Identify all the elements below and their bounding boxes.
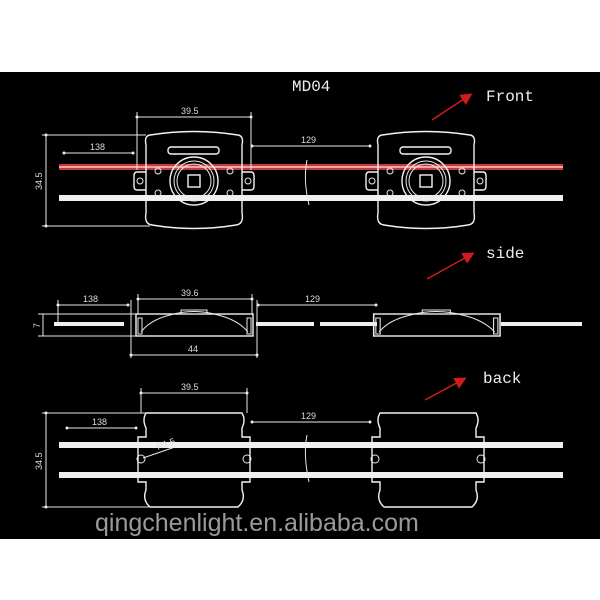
side-spacing-dim: 129 [305, 294, 320, 304]
front-label: Front [486, 88, 534, 106]
back-wire-1 [59, 442, 563, 448]
front-wire-start-dim: 138 [90, 142, 105, 152]
side-wires [54, 322, 582, 326]
drawing-title: MD04 [292, 78, 330, 96]
break-mark [304, 159, 310, 206]
side-width-dim: 39.6 [181, 288, 199, 298]
back-module-2 [370, 412, 486, 508]
side-thickness-dim: 7 [32, 323, 42, 328]
back-break-mark [304, 434, 310, 483]
white-wire [59, 195, 563, 201]
back-arrow [424, 377, 467, 401]
front-height-dim: 34.5 [34, 172, 44, 190]
back-wire-start-dim: 138 [92, 417, 107, 427]
side-arrow [426, 252, 475, 280]
side-module-2 [372, 309, 501, 337]
technical-drawing: MD04 Front 39.5 138 129 34.5 side [0, 72, 600, 539]
side-wire-start-dim: 138 [83, 294, 98, 304]
side-view: side 138 39.6 129 44 7 [32, 245, 582, 358]
back-height-dim: 34.5 [34, 452, 44, 470]
front-view: Front 39.5 138 129 34.5 [34, 88, 563, 230]
front-width-dim: 39.5 [181, 106, 199, 116]
back-label: back [483, 370, 521, 388]
side-overall-dim: 44 [188, 344, 198, 354]
back-width-dim: 39.5 [181, 382, 199, 392]
back-module-1 [136, 412, 252, 508]
watermark: qingchenlight.en.alibaba.com [95, 509, 419, 537]
back-spacing-dim: 129 [301, 411, 316, 421]
drawing-canvas: MD04 Front 39.5 138 129 34.5 side [32, 78, 582, 537]
side-module-1 [135, 309, 254, 337]
front-module-2 [365, 130, 487, 230]
back-wire-2 [59, 472, 563, 478]
side-label: side [486, 245, 524, 263]
back-view: back 39.5 138 129 34.5 R1.5 [34, 370, 563, 509]
front-arrow [431, 93, 473, 121]
back-hole-dim: R1.5 [155, 436, 176, 452]
front-module-1 [133, 130, 255, 230]
front-spacing-dim: 129 [301, 135, 316, 145]
